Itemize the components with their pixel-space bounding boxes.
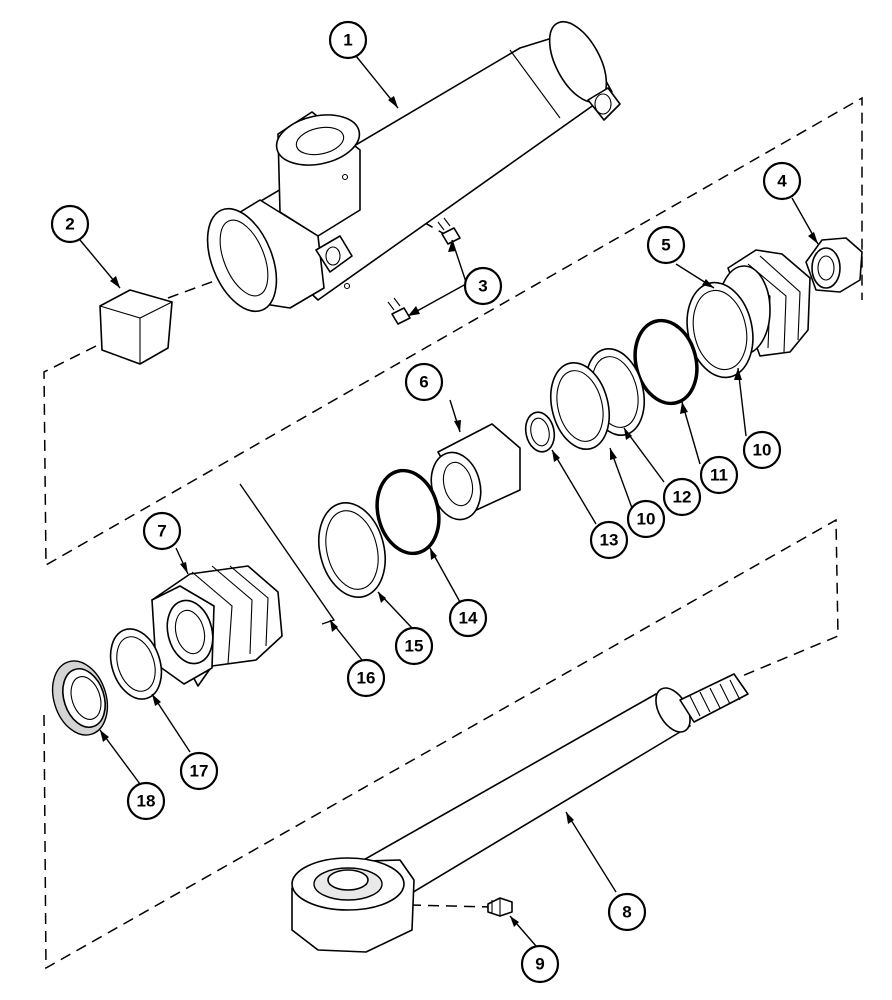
callout-15: 15 bbox=[394, 626, 434, 666]
callout-5: 5 bbox=[646, 225, 686, 265]
callout-3-label: 3 bbox=[478, 277, 487, 296]
callout-15-label: 15 bbox=[405, 637, 424, 656]
callout-5-label: 5 bbox=[661, 236, 670, 255]
callout-11-label: 11 bbox=[710, 466, 728, 485]
callout-10a-label: 10 bbox=[753, 441, 772, 460]
callout-6: 6 bbox=[404, 362, 444, 402]
cylinder-barrel bbox=[206, 21, 621, 313]
square-block bbox=[99, 289, 173, 365]
callout-8: 8 bbox=[607, 892, 647, 932]
callout-17: 17 bbox=[179, 751, 219, 791]
callout-8-label: 8 bbox=[622, 903, 631, 922]
callout-17-label: 17 bbox=[190, 762, 209, 781]
ring-15 bbox=[318, 501, 386, 599]
callout-14: 14 bbox=[448, 598, 488, 638]
callout-13-label: 13 bbox=[600, 531, 619, 550]
callout-10b-label: 10 bbox=[637, 510, 656, 529]
callout-14-label: 14 bbox=[459, 609, 478, 628]
o-ring-14 bbox=[375, 468, 441, 556]
callout-2-label: 2 bbox=[65, 215, 74, 234]
wiper-seal-18 bbox=[51, 660, 109, 736]
callout-18: 18 bbox=[126, 781, 166, 821]
piston-rod bbox=[291, 673, 749, 953]
gland bbox=[151, 565, 283, 687]
callout-4: 4 bbox=[762, 161, 802, 201]
ring-10-upper bbox=[686, 281, 754, 379]
ring-13 bbox=[524, 411, 556, 453]
lock-wire bbox=[239, 483, 336, 625]
arrowheads bbox=[100, 96, 818, 927]
callout-16: 16 bbox=[346, 658, 386, 698]
callout-9-label: 9 bbox=[535, 955, 544, 974]
callout-18-label: 18 bbox=[137, 792, 156, 811]
sleeve bbox=[430, 423, 521, 521]
callout-7: 7 bbox=[142, 511, 182, 551]
callout-12: 12 bbox=[662, 477, 702, 517]
callout-3: 3 bbox=[463, 266, 503, 306]
grease-fitting-9 bbox=[487, 897, 513, 917]
callout-10-upper: 10 bbox=[742, 430, 782, 470]
callout-16-label: 16 bbox=[357, 669, 376, 688]
callout-2: 2 bbox=[50, 204, 90, 244]
callout-11: 11 bbox=[699, 455, 739, 495]
grease-fittings bbox=[387, 217, 461, 325]
callout-1: 1 bbox=[328, 20, 368, 60]
callout-12-label: 12 bbox=[673, 488, 692, 507]
callout-9: 9 bbox=[520, 944, 560, 984]
callout-6-label: 6 bbox=[419, 373, 428, 392]
callout-10-lower: 10 bbox=[626, 499, 666, 539]
callout-4-label: 4 bbox=[777, 172, 787, 191]
ring-17 bbox=[109, 628, 163, 700]
hex-nut bbox=[805, 237, 863, 293]
callout-13: 13 bbox=[589, 520, 629, 560]
callout-7-label: 7 bbox=[157, 522, 166, 541]
ring-10-lower bbox=[550, 361, 610, 451]
callout-1-label: 1 bbox=[343, 31, 352, 50]
